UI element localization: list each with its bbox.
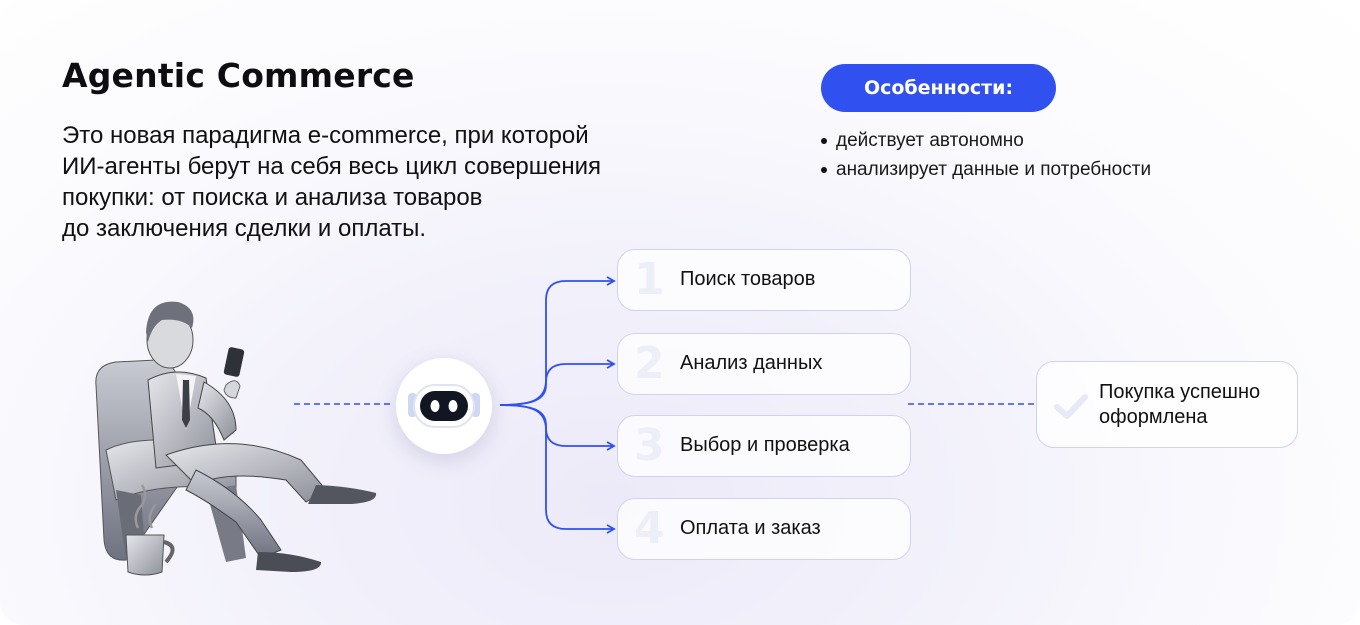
feature-label: действует автономно — [836, 130, 1024, 151]
description-line: покупки: от поиска и анализа товаров — [62, 184, 483, 211]
feature-item: анализирует данные и потребности — [821, 155, 1151, 184]
bullet-icon — [821, 166, 827, 173]
step-card: 2 Анализ данных — [617, 333, 911, 395]
step-number: 3 — [634, 420, 665, 471]
feature-item: действует автономно — [821, 126, 1151, 155]
step-card: 4 Оплата и заказ — [617, 498, 911, 560]
result-card: Покупка успешно оформлена — [1036, 361, 1298, 448]
description: Это новая парадигма e-commerce, при кото… — [62, 120, 742, 244]
page-title: Agentic Commerce — [62, 56, 415, 95]
branch-connector — [499, 404, 616, 534]
features-heading-badge: Особенности: — [821, 64, 1056, 112]
step-number: 4 — [634, 503, 665, 554]
feature-label: анализирует данные и потребности — [836, 159, 1152, 180]
ai-agent-node — [396, 358, 492, 454]
step-label: Анализ данных — [680, 352, 823, 374]
step-number: 2 — [634, 338, 665, 389]
step-label: Оплата и заказ — [680, 517, 821, 539]
person-illustration — [95, 301, 377, 576]
result-label: Покупка успешно оформлена — [1099, 381, 1261, 428]
branch-connector — [499, 404, 616, 451]
step-number: 1 — [634, 254, 665, 305]
step-card: 1 Поиск товаров — [617, 249, 911, 311]
check-icon — [1054, 394, 1088, 419]
bullet-icon — [821, 137, 827, 144]
step-label: Поиск товаров — [680, 268, 816, 290]
description-line: ИИ-агенты берут на себя весь цикл соверш… — [62, 153, 602, 180]
description-line: Это новая парадигма e-commerce, при кото… — [62, 122, 589, 149]
branch-connector — [499, 276, 616, 406]
branch-connector — [499, 359, 616, 406]
robot-icon — [408, 384, 480, 428]
step-card: 3 Выбор и проверка — [617, 415, 911, 477]
features-list: действует автономно анализирует данные и… — [821, 126, 1151, 184]
step-label: Выбор и проверка — [680, 434, 850, 456]
description-line: до заключения сделки и оплаты. — [62, 215, 427, 242]
